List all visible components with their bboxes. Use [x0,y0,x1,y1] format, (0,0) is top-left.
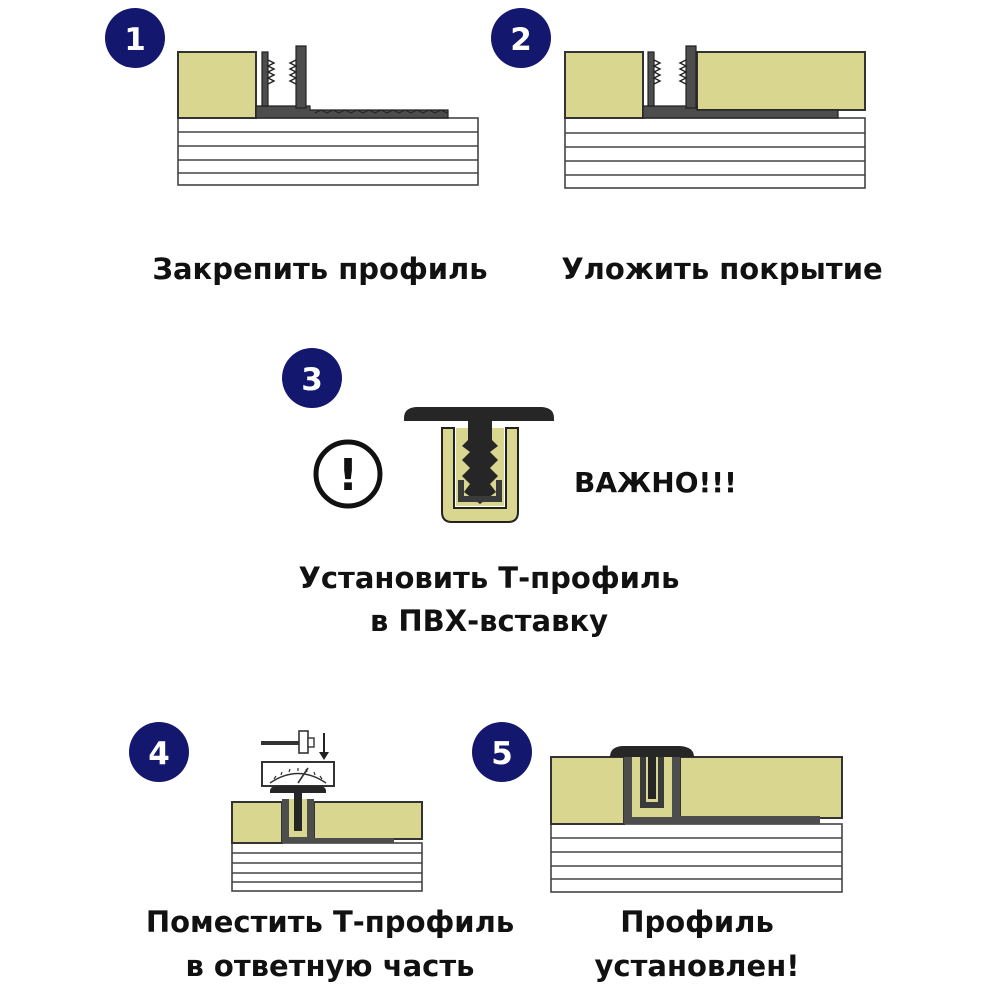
alert-symbol: ! [338,450,358,501]
step-4-illustration [231,730,423,892]
step-1-profile [255,45,449,119]
step-2-badge: 2 [491,8,551,68]
step-1-illustration [177,45,479,186]
step-4-number: 4 [148,736,170,772]
step-3-number: 3 [301,362,323,398]
step-2-floor-boards [564,117,866,189]
step-4-caption-line-1: Поместить Т-профиль [146,905,514,939]
step-2-illustration [564,45,866,189]
step-5-number: 5 [491,736,513,772]
step-3-caption-line-1: Установить Т-профиль [298,561,679,595]
step-5-t-cap [610,746,694,757]
step-1-caption: Закрепить профиль [152,252,487,286]
gauge-icon [261,761,335,787]
step-4-caption-line-2: в ответную часть [185,949,474,983]
step-2-tile-right [696,51,866,111]
t-profile-stem [462,421,498,504]
alert-circle-icon: ! [313,439,383,509]
hammer-icon [261,730,315,754]
step-3-badge: 3 [282,348,342,408]
step-2-number: 2 [510,22,532,58]
step-3-caption-line-2: в ПВХ-вставку [370,604,608,638]
step-1-tile [177,51,257,119]
step-5-caption-line-2: установлен! [595,949,800,983]
step-5-tile-left [550,756,625,825]
step-5-badge: 5 [472,722,532,782]
important-label: ВАЖНО!!! [574,466,737,499]
down-arrow-icon [319,733,329,760]
step-1-badge: 1 [105,8,165,68]
step-3-illustration [404,407,554,523]
t-profile-cap [404,407,554,421]
step-1-floor-boards [177,117,479,186]
step-2-profile [642,45,839,119]
step-5-tile-right [679,756,843,819]
step-1-number: 1 [124,22,146,58]
step-5-illustration [550,746,843,893]
step-5-caption-line-1: Профиль [620,905,774,939]
step-2-caption: Уложить покрытие [561,252,882,286]
step-2-tile-left [564,51,644,119]
step-4-badge: 4 [129,722,189,782]
